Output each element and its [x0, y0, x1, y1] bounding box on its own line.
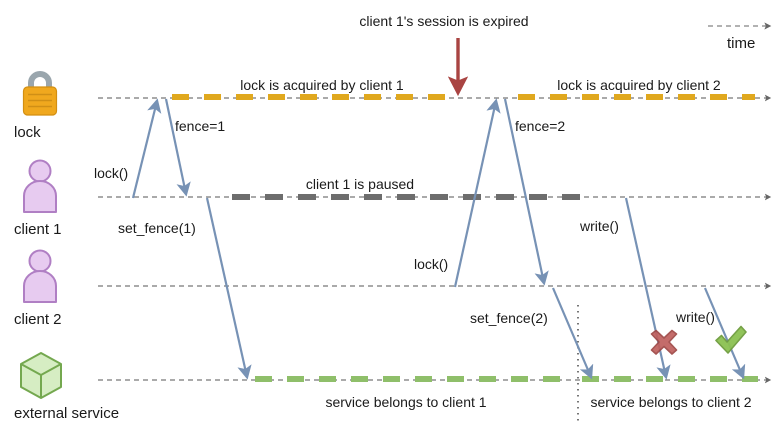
message-label-set-fence2: set_fence(2) — [470, 310, 548, 326]
annotation-lock-acquired-client2: lock is acquired by client 2 — [557, 77, 721, 93]
message-arrow-write2 — [703, 287, 746, 380]
message-label-fence2: fence=2 — [515, 118, 566, 134]
lane-label-external-service: external service — [14, 405, 120, 422]
message-arrow-fence2 — [503, 98, 549, 286]
message-label-write2: write() — [676, 309, 715, 325]
annotation-service-belongs-client1: service belongs to client 1 — [325, 394, 487, 410]
annotation-service-belongs-client2: service belongs to client 2 — [590, 394, 752, 410]
person-icon — [23, 249, 57, 303]
message-label-fence1: fence=1 — [175, 118, 226, 134]
annotation-lock-acquired-client1: lock is acquired by client 1 — [240, 77, 404, 93]
message-arrow-fence1 — [164, 98, 191, 197]
message-label-write1: write() — [580, 218, 619, 234]
message-label-lock1: lock() — [94, 165, 129, 181]
lane-label-lock: lock — [14, 124, 41, 141]
cross-icon — [650, 329, 678, 355]
annotation-client1-paused: client 1 is paused — [305, 176, 415, 192]
cube-icon — [20, 352, 62, 399]
message-arrow-lock1 — [131, 98, 162, 199]
lane-label-client2: client 2 — [14, 311, 62, 328]
lane-label-client1: client 1 — [14, 221, 62, 238]
person-icon — [23, 159, 57, 213]
time-axis-label: time — [727, 35, 756, 52]
message-label-lock2: lock() — [414, 256, 449, 272]
padlock-icon — [22, 71, 58, 116]
message-label-set-fence1: set_fence(1) — [118, 220, 196, 236]
message-arrow-set-fence1 — [205, 197, 252, 380]
message-arrow-set-fence2 — [551, 287, 594, 380]
message-arrow-lock2 — [453, 98, 501, 288]
check-icon — [715, 325, 747, 354]
annotation-session-expired: client 1's session is expired — [359, 13, 529, 29]
